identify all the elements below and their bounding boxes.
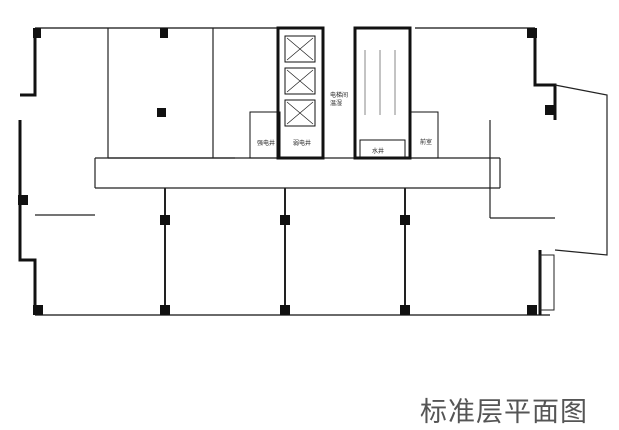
inner-walls	[35, 28, 608, 315]
front-room-label: 前室	[420, 139, 433, 146]
strong-electric-shaft-label: 强电井	[257, 140, 276, 147]
elevator-hall-label: 电梯间	[330, 92, 349, 99]
outer-walls	[18, 27, 557, 316]
core	[249, 26, 439, 160]
columns	[18, 28, 555, 315]
plan-title: 标准层平面图	[420, 397, 588, 428]
elevator-hall-area-label: 温湿	[330, 100, 343, 107]
weak-electric-shaft-label: 弱电井	[293, 140, 312, 147]
water-shaft-label: 水井	[372, 148, 385, 155]
